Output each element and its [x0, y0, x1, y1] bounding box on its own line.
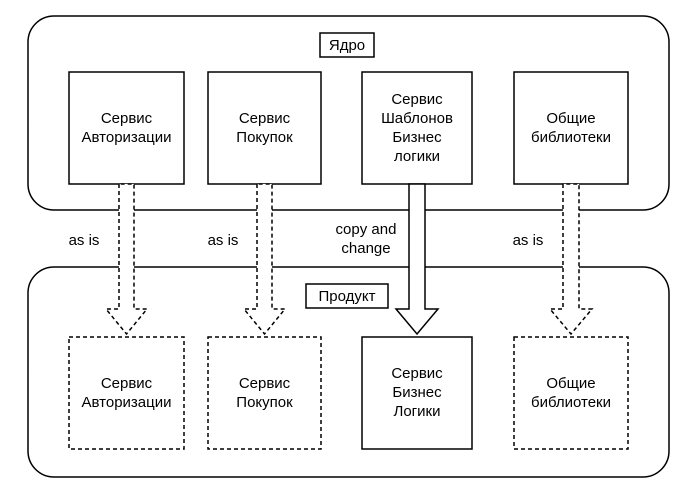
arrow-as-is-auth [104, 183, 149, 336]
product-shared-libraries-line2: библиотеки [531, 394, 611, 411]
core-shared-libraries-line1: Общие [546, 110, 595, 127]
core-service-templates-line3: Бизнес [392, 129, 442, 146]
product-shared-libraries-line1: Общие [546, 375, 595, 392]
flow-label-libraries: as is [513, 232, 544, 249]
flow-label-copy-line2: change [341, 240, 390, 257]
core-shared-libraries-line2: библиотеки [531, 129, 611, 146]
core-service-auth [68, 71, 185, 185]
arrow-as-is-purchases [242, 183, 287, 336]
product-service-auth-line2: Авторизации [82, 394, 172, 411]
product-container [27, 266, 670, 478]
product-shared-libraries [513, 336, 629, 450]
core-service-purchases-line2: Покупок [236, 129, 293, 146]
product-title: Продукт [319, 288, 376, 305]
core-service-purchases-line1: Сервис [239, 110, 291, 127]
core-title: Ядро [329, 37, 365, 54]
product-service-business-line2: Бизнес [392, 384, 442, 401]
arrow-as-is-libraries [548, 183, 594, 336]
product-service-purchases-line2: Покупок [236, 394, 293, 411]
product-service-business-line3: Логики [394, 403, 441, 420]
core-service-templates-line2: Шаблонов [381, 110, 453, 127]
arrow-copy-and-change [394, 183, 440, 336]
product-service-auth-line1: Сервис [101, 375, 153, 392]
product-service-business-logic [361, 336, 473, 450]
core-container [27, 15, 670, 211]
product-service-auth [68, 336, 185, 450]
flow-label-copy-line1: copy and [336, 221, 397, 238]
flow-label-purchases: as is [208, 232, 239, 249]
core-shared-libraries [513, 71, 629, 185]
core-service-business-templates [361, 71, 473, 185]
core-service-auth-line1: Сервис [101, 110, 153, 127]
product-service-purchases-line1: Сервис [239, 375, 291, 392]
core-service-purchases [207, 71, 322, 185]
core-title-box [319, 32, 375, 58]
core-service-templates-line1: Сервис [391, 91, 443, 108]
core-service-auth-line2: Авторизации [82, 129, 172, 146]
core-service-templates-line4: логики [394, 148, 440, 165]
product-title-box [305, 283, 389, 309]
flow-label-auth: as is [69, 232, 100, 249]
product-service-purchases [207, 336, 322, 450]
product-service-business-line1: Сервис [391, 365, 443, 382]
